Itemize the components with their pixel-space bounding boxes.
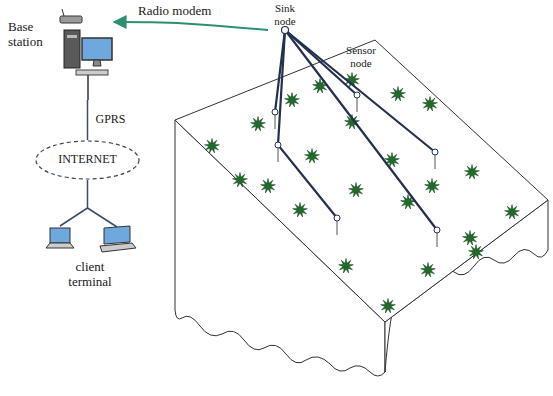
sensor-plant-symbol [469, 245, 484, 260]
sensor-plant-symbol [313, 79, 328, 94]
sink-node-marker [282, 27, 289, 34]
node-label: INTERNET [35, 153, 140, 167]
relay-marker [334, 215, 340, 221]
sensor-plant-symbol [401, 195, 416, 210]
sensor-plant-symbol [285, 93, 300, 108]
relay-node [354, 92, 360, 112]
client-pc-base [46, 243, 74, 248]
modem-symbol [60, 16, 82, 23]
relay-pole [337, 221, 338, 235]
sensor-plant-symbol [293, 203, 308, 218]
sensor-plant-symbol [251, 117, 266, 132]
sensor-plant-symbol [349, 183, 364, 198]
node-label: Sink node [268, 2, 302, 27]
node-label: client terminal [55, 260, 125, 290]
sensor-plant-symbol [391, 87, 406, 102]
sensor-plant-symbol [425, 179, 440, 194]
sensor-plant-symbol [205, 139, 220, 154]
client-laptop-base [100, 243, 136, 252]
sensor-plant-symbol [339, 259, 354, 274]
relay-pole [275, 115, 276, 129]
monitor-symbol [82, 38, 112, 60]
relay-node [272, 109, 278, 129]
sensor-plant-symbol [421, 263, 436, 278]
connector-label: GPRS [94, 112, 128, 127]
connector [60, 180, 117, 227]
antenna-symbol [62, 9, 64, 16]
sensor-plant-symbol [463, 231, 478, 246]
client-pc-symbol [50, 228, 70, 243]
relay-pole [357, 98, 358, 112]
connector [114, 22, 268, 30]
monitor-stand [93, 60, 101, 66]
relay-marker [272, 109, 278, 115]
relay-marker [432, 149, 438, 155]
sensor-plant-symbol [261, 179, 276, 194]
sensor-plant-symbol [381, 299, 396, 314]
relay-node [434, 227, 440, 247]
cloud-outline [36, 141, 139, 179]
relay-pole [278, 148, 279, 162]
pc-tower-symbol [64, 30, 80, 68]
sensor-plant-symbol [505, 205, 520, 220]
link-wire [285, 30, 437, 230]
client-laptop-symbol [104, 226, 130, 244]
relay-pole [435, 155, 436, 169]
sensor-plant-symbol [233, 173, 248, 188]
sensor-plant-symbol [423, 97, 438, 112]
relay-node [432, 149, 438, 169]
sensor-node-label: Sensor node [341, 44, 381, 69]
relay-marker [434, 227, 440, 233]
relay-marker [275, 142, 281, 148]
sink-node: Sink node [268, 2, 302, 36]
relay-marker [354, 92, 360, 98]
relay-node [275, 142, 281, 162]
relay-node [334, 215, 340, 235]
sensor-plant-symbol [305, 149, 320, 164]
link-wire [285, 30, 435, 152]
connector-label: Radio modem [136, 3, 213, 19]
cable [87, 75, 89, 100]
node-label: Base station [8, 20, 54, 50]
sensor-plant-symbol [465, 165, 480, 180]
relay-pole [437, 233, 438, 247]
client-terminal-icon: client terminal [40, 226, 140, 296]
base-station-icon: Base station [8, 8, 114, 100]
field-top-face [175, 40, 548, 322]
keyboard-symbol [76, 70, 108, 75]
connector [87, 100, 89, 140]
drive-slot [67, 35, 77, 38]
internet-cloud: INTERNET [35, 140, 140, 180]
